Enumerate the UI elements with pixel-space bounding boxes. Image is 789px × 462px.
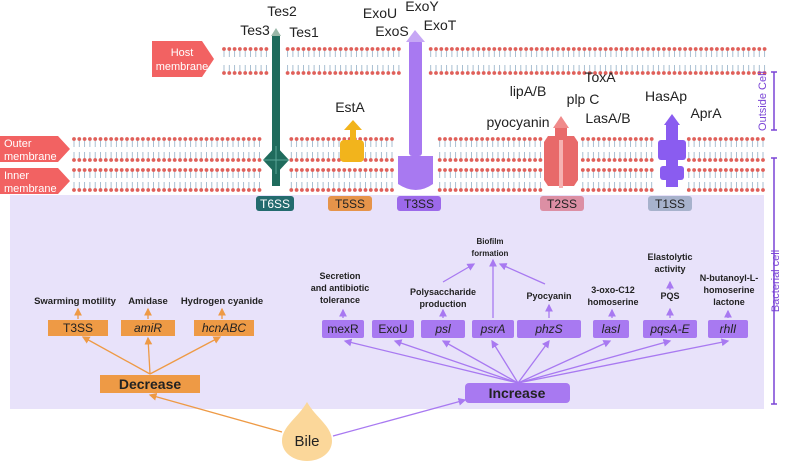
effect-butanoyl-3: lactone: [713, 297, 745, 307]
gene-rhli: rhlI: [720, 322, 737, 336]
svg-text:Inner: Inner: [4, 170, 29, 182]
gene-mexr: mexR: [327, 322, 359, 336]
effector-tes1: Tes1: [289, 24, 319, 40]
effect-swarming: Swarming motility: [34, 296, 117, 307]
effector-exou: ExoU: [363, 5, 397, 21]
t2ss-structure: T2SS: [540, 116, 584, 211]
cytoplasm-region: [10, 195, 764, 409]
svg-text:membrane: membrane: [4, 183, 57, 195]
increase-gene-boxes: [322, 320, 748, 338]
effector-esta: EstA: [335, 99, 365, 115]
outside-cell-bracket: [771, 71, 777, 131]
outside-cell-label: Outside Cell: [757, 71, 769, 131]
effector-hasap: HasAp: [645, 88, 687, 104]
effect-biofilm-1: Biofilm: [476, 237, 503, 246]
decrease-box: [100, 375, 200, 393]
host-membrane-label: Host membrane: [152, 41, 214, 77]
svg-text:membrane: membrane: [4, 151, 57, 163]
t1ss-structure: T1SS: [648, 114, 692, 211]
svg-text:Outer: Outer: [4, 138, 32, 150]
effector-exoy: ExoY: [405, 0, 439, 14]
t3ss-label: T3SS: [404, 197, 434, 211]
t3ss-structure: T3SS: [397, 30, 441, 211]
effect-pqs: PQS: [660, 291, 679, 301]
gene-phzs: phzS: [534, 322, 562, 336]
gene-box-amir: [121, 320, 175, 336]
decrease-arrows: [74, 307, 283, 433]
host-membrane-text-1: Host: [171, 47, 194, 59]
effector-exos: ExoS: [375, 23, 408, 39]
gene-exou: ExoU: [378, 322, 407, 336]
inner-membrane-bilayer: [72, 168, 765, 192]
effect-secretion-2: and antibiotic: [311, 283, 370, 293]
host-membrane-bilayer: [222, 47, 767, 75]
outer-membrane-bilayer: [72, 137, 765, 162]
gene-psl: psl: [434, 322, 451, 336]
decrease-label: Decrease: [119, 376, 181, 392]
bacterial-cell-bracket: [771, 157, 777, 405]
increase-label: Increase: [489, 385, 546, 401]
gene-box-hcnabc: [194, 320, 254, 336]
inner-membrane-label: Inner membrane: [0, 168, 70, 195]
t1ss-label: T1SS: [655, 197, 685, 211]
effect-polysaccharide-1: Polysaccharide: [410, 287, 476, 297]
bile-drop: [282, 402, 332, 461]
effector-tes2: Tes2: [267, 3, 297, 19]
gene-t3ss: T3SS: [63, 321, 93, 335]
effect-elastolytic-1: Elastolytic: [647, 252, 692, 262]
effect-oxo-2: homoserine: [587, 297, 638, 307]
effect-butanoyl-1: N-butanoyl-L-: [700, 273, 759, 283]
effect-secretion-1: Secretion: [319, 271, 360, 281]
effect-secretion-3: tolerance: [320, 295, 360, 305]
gene-hcnabc: hcnABC: [202, 321, 246, 335]
gene-amir: amiR: [134, 321, 162, 335]
effect-amidase: Amidase: [128, 296, 168, 307]
t5ss-structure: T5SS: [328, 120, 372, 211]
effect-oxo-1: 3-oxo-C12: [591, 285, 635, 295]
effector-pyocyanin: pyocyanin: [486, 114, 549, 130]
outer-membrane-label: Outer membrane: [0, 136, 70, 163]
effect-butanoyl-2: homoserine: [703, 285, 754, 295]
effector-plpc: plp C: [567, 91, 600, 107]
effector-tes3: Tes3: [240, 22, 270, 38]
increase-box: [465, 383, 570, 403]
bacterial-cell-label: Bacterial cell: [770, 250, 782, 312]
effect-pyocyanin: Pyocyanin: [526, 291, 571, 301]
t5ss-label: T5SS: [335, 197, 365, 211]
gene-psra: psrA: [480, 322, 506, 336]
increase-arrows: [332, 258, 732, 437]
t6ss-structure: T6SS: [256, 28, 294, 211]
gene-lasi: lasI: [602, 322, 621, 336]
effect-polysaccharide-2: production: [420, 299, 467, 309]
effector-apra: AprA: [690, 105, 722, 121]
bile-label: Bile: [294, 433, 319, 450]
effector-lipab: lipA/B: [510, 83, 547, 99]
host-membrane-text-2: membrane: [156, 61, 209, 73]
effector-exot: ExoT: [424, 17, 457, 33]
effector-lasab: LasA/B: [585, 110, 630, 126]
effect-hydrogen-cyanide: Hydrogen cyanide: [181, 296, 263, 307]
t2ss-label: T2SS: [547, 197, 577, 211]
gene-box-t3ss: [48, 320, 108, 336]
effect-biofilm-2: formation: [472, 249, 509, 258]
gene-pqsa-e: pqsA-E: [649, 322, 690, 336]
effector-toxa: ToxA: [584, 69, 616, 85]
t6ss-label: T6SS: [260, 197, 290, 211]
effect-elastolytic-2: activity: [654, 264, 685, 274]
